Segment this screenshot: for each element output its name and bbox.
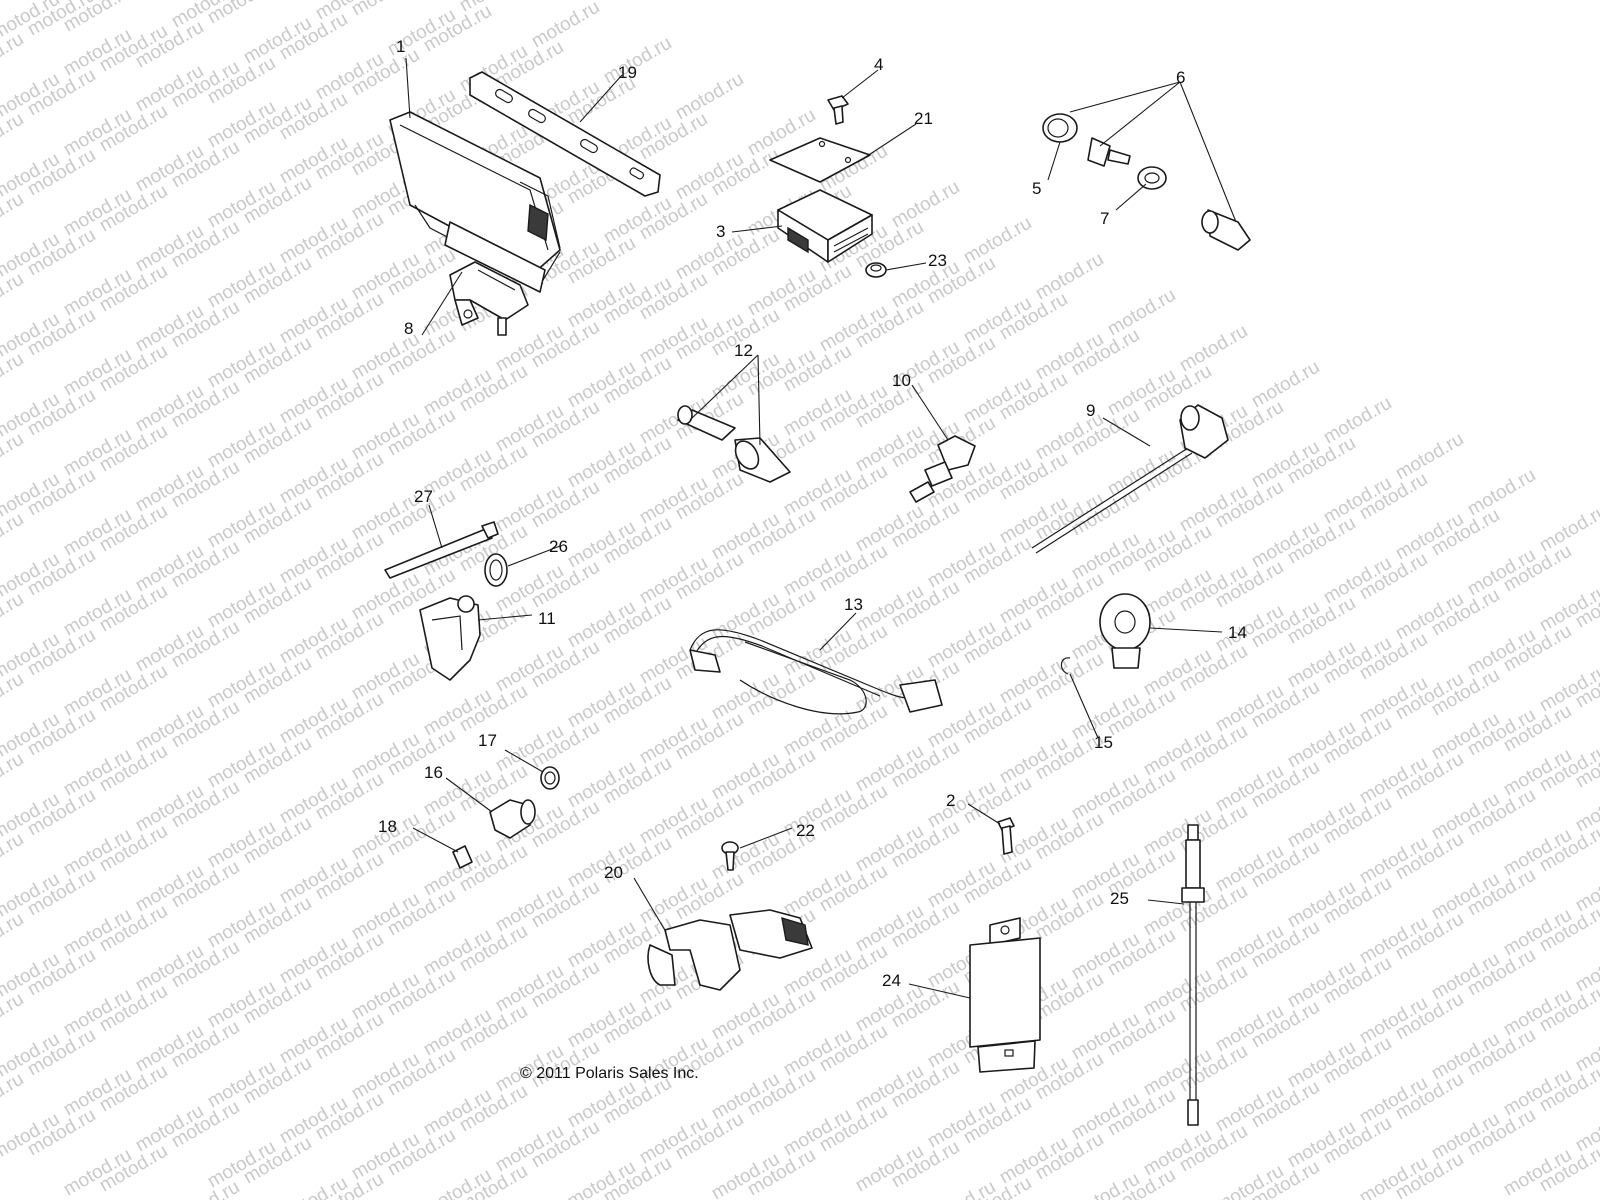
callout-4: 4	[874, 55, 883, 74]
callout-26: 26	[549, 537, 568, 556]
watermark-text: motod.ru	[0, 509, 27, 565]
callout-27: 27	[414, 487, 433, 506]
callout-17: 17	[478, 731, 497, 750]
callout-18: 18	[378, 817, 397, 836]
watermark-text: motod.ru	[528, 0, 603, 52]
part-knock-sensor-drawing	[1099, 593, 1151, 669]
watermark-text: motod.ru	[0, 589, 27, 645]
callout-5: 5	[1032, 179, 1041, 198]
callout-13: 13	[844, 595, 863, 614]
watermark-text: motod.ru	[888, 177, 963, 233]
callout-23: 23	[928, 251, 947, 270]
watermark-text: motod.ru	[0, 669, 27, 725]
callout-20: 20	[604, 863, 623, 882]
callout-8: 8	[404, 319, 413, 338]
callout-10: 10	[892, 371, 911, 390]
callout-3: 3	[716, 222, 725, 241]
callout-1: 1	[396, 37, 405, 56]
callout-15: 15	[1094, 733, 1113, 752]
watermark-text: motod.ru	[0, 0, 27, 4]
watermark-text: motod.ru	[0, 269, 27, 325]
part-screw-4-drawing	[827, 95, 849, 125]
part-sensor-cluster-drawing	[1042, 113, 1251, 251]
watermark-text: motod.ru	[1464, 465, 1539, 521]
watermark-text: motod.ru	[1176, 321, 1251, 377]
watermark-text: motod.ru	[0, 349, 27, 405]
callout-16: 16	[424, 763, 443, 782]
callout-19: 19	[618, 63, 637, 82]
watermark-text: motod.ru	[0, 429, 27, 485]
part-washer-17-drawing	[540, 766, 560, 790]
callout-24: 24	[882, 971, 901, 990]
callout-21: 21	[914, 109, 933, 128]
copyright-notice: © 2011 Polaris Sales Inc.	[520, 1065, 699, 1082]
watermark-text: motod.ru	[0, 829, 27, 885]
watermark-text: motod.ru	[168, 1177, 243, 1200]
watermark-text: motod.ru	[1248, 357, 1323, 413]
callout-9: 9	[1086, 401, 1095, 420]
watermark-text: motod.ru	[0, 29, 27, 85]
part-oring-26-drawing	[484, 553, 508, 587]
watermark-text: motod.ru	[1032, 249, 1107, 305]
watermark-text: motod.ru	[0, 109, 27, 165]
callout-7: 7	[1100, 209, 1109, 228]
part-grommet-23-drawing	[865, 262, 887, 278]
callout-22: 22	[796, 821, 815, 840]
watermark-text: motod.ru	[672, 69, 747, 125]
watermark-text: motod.ru	[960, 213, 1035, 269]
callout-6: 6	[1176, 68, 1185, 87]
watermark-text: motod.ru	[924, 1177, 999, 1200]
watermark-text: motod.ru	[1104, 285, 1179, 341]
callout-11: 11	[538, 609, 556, 628]
watermark-text: motod.ru	[1392, 429, 1467, 485]
callout-25: 25	[1110, 889, 1129, 908]
callout-12: 12	[734, 341, 753, 360]
watermark-text: motod.ru	[0, 909, 27, 965]
watermark-text: motod.ru	[0, 1069, 27, 1125]
callout-14: 14	[1228, 623, 1247, 642]
callout-2: 2	[946, 791, 955, 810]
watermark-text: motod.ru	[276, 1173, 351, 1200]
watermark-text: motod.ru	[600, 33, 675, 89]
watermark-text: motod.ru	[1320, 393, 1395, 449]
watermark-text: motod.ru	[0, 989, 27, 1045]
watermark-text: motod.ru	[0, 749, 27, 805]
watermark-text: motod.ru	[0, 189, 27, 245]
